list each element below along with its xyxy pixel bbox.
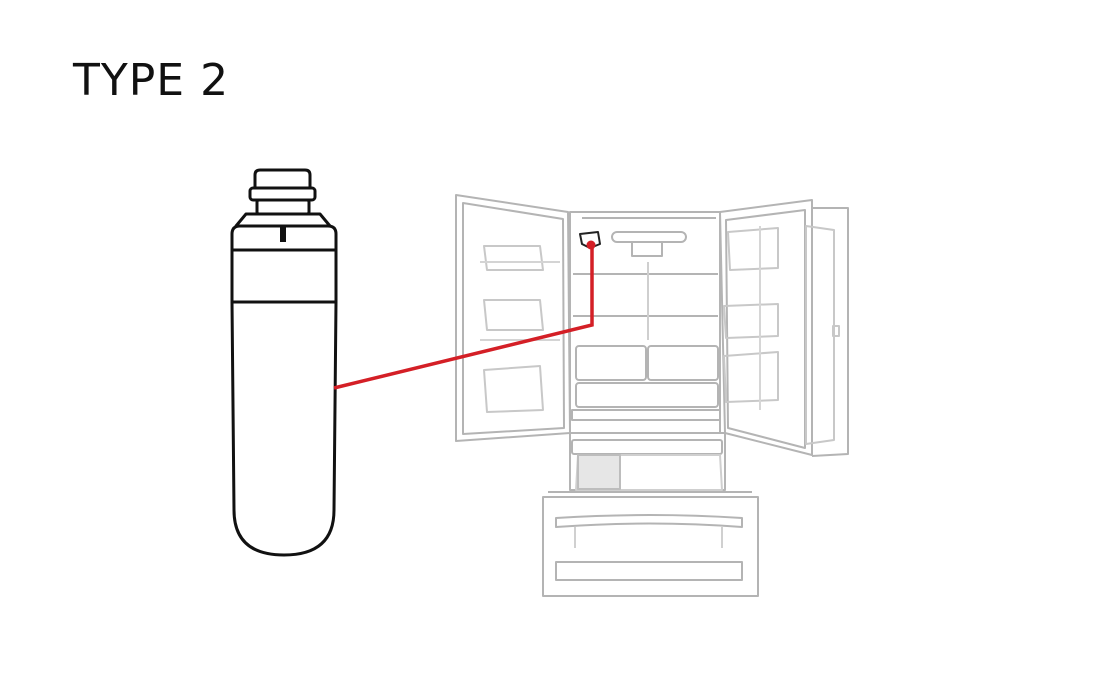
leader-line <box>333 240 596 390</box>
water-filter-cartridge <box>230 168 338 557</box>
diagram-title: TYPE 2 <box>73 55 230 106</box>
filter-location-marker <box>586 240 596 250</box>
refrigerator-illustration <box>455 194 849 597</box>
